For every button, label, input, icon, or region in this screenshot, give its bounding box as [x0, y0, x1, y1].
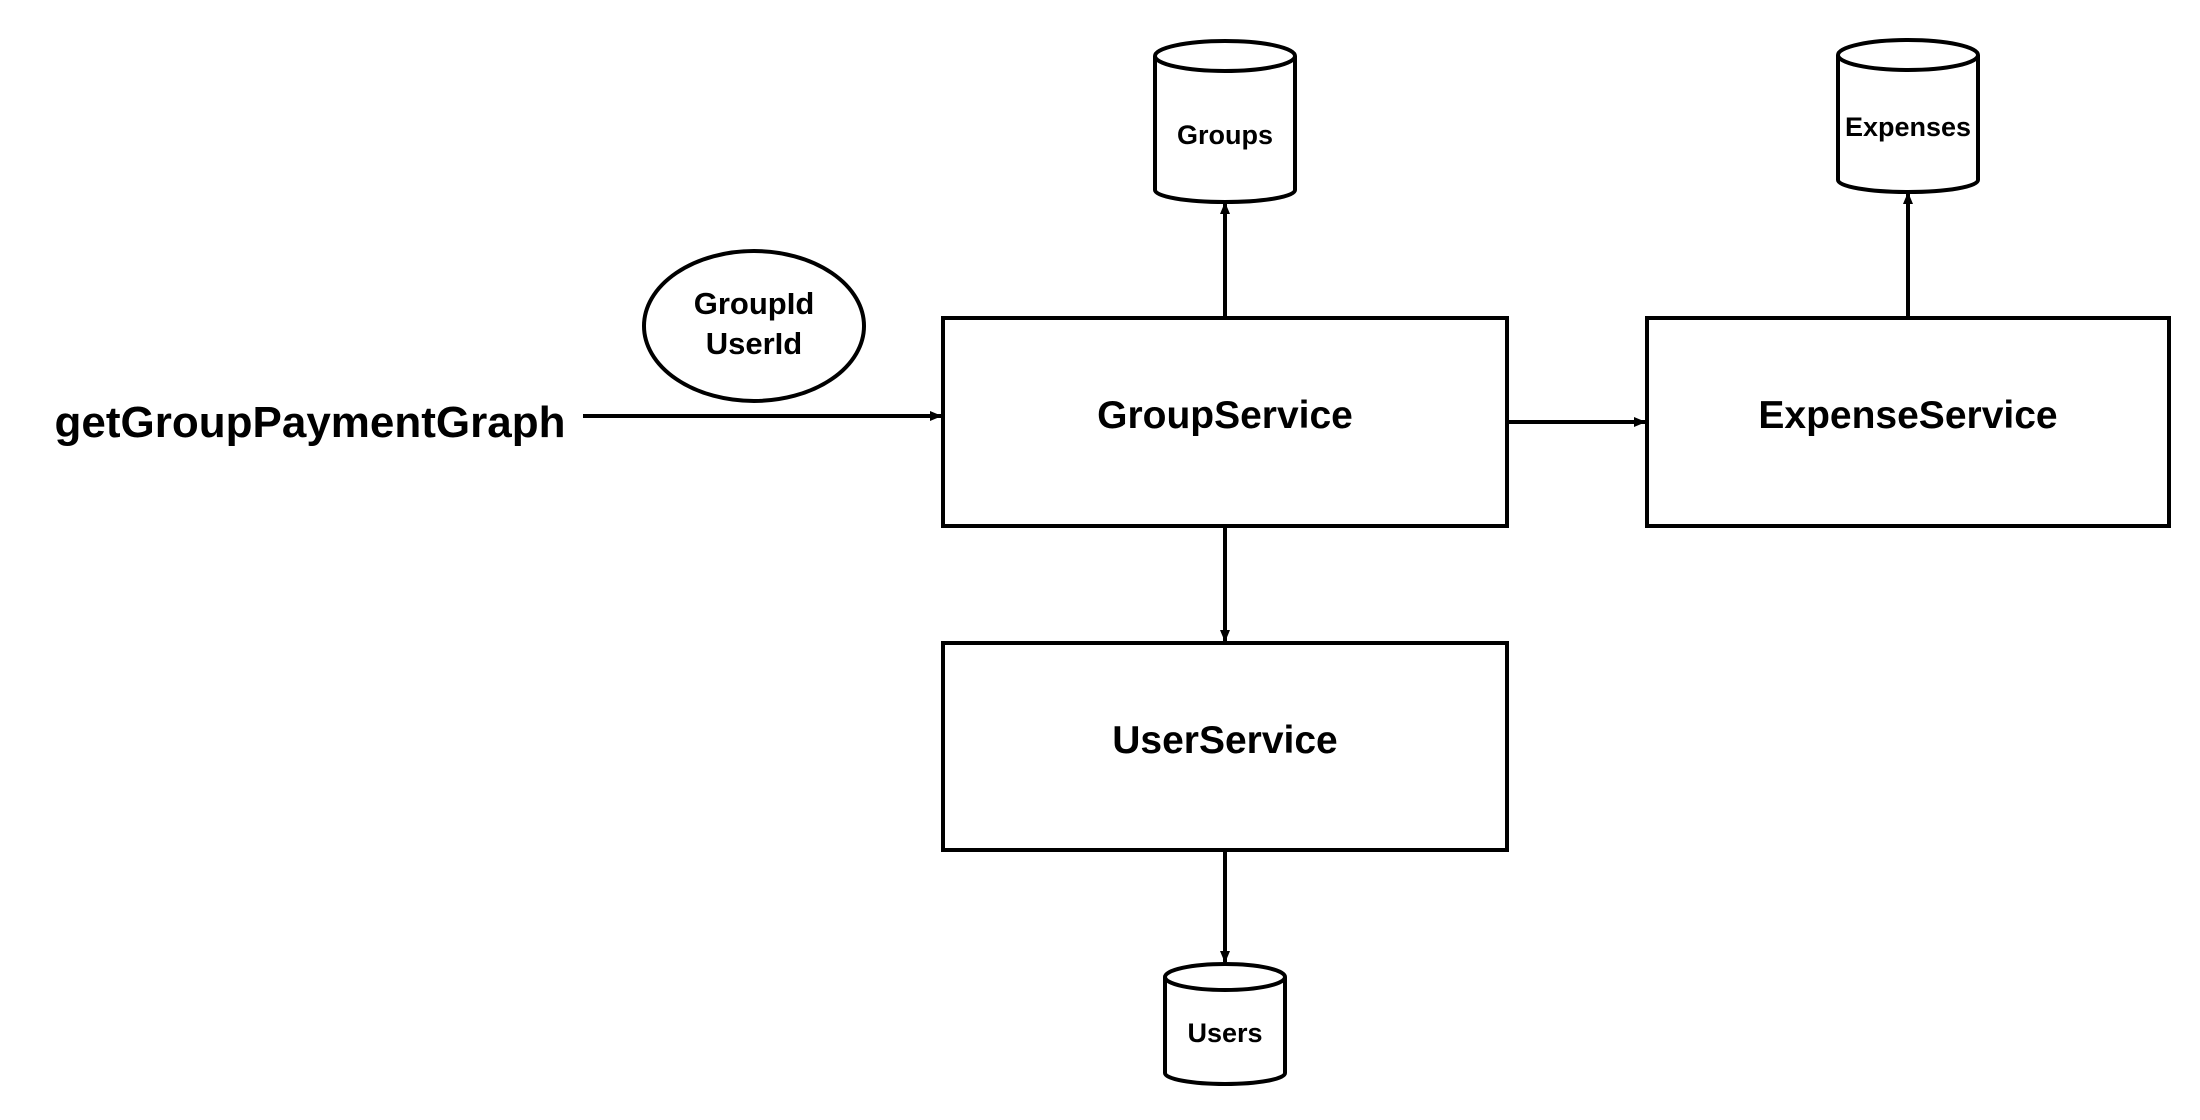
expense-service-label: ExpenseService	[1758, 394, 2057, 437]
expenses-database-label: Expenses	[1845, 112, 1971, 142]
users-database: Users	[1163, 962, 1287, 1086]
param-group-id: GroupId	[694, 286, 815, 321]
expense-service-rect	[1645, 316, 2171, 528]
groups-database-label: Groups	[1177, 120, 1273, 150]
group-service-rect	[941, 316, 1509, 528]
user-service-label: UserService	[1112, 719, 1338, 762]
users-database-body	[1163, 977, 1287, 1086]
group-service-label: GroupService	[1097, 394, 1353, 437]
expense-service-box: ExpenseService	[1645, 316, 2171, 528]
users-database-top	[1163, 962, 1287, 992]
groups-database-body	[1153, 56, 1297, 204]
user-service-box: UserService	[941, 641, 1509, 852]
param-user-id: UserId	[706, 326, 802, 361]
parameters-ellipse	[642, 249, 866, 403]
expenses-database-body	[1836, 55, 1980, 194]
group-service-box: GroupService	[941, 316, 1509, 528]
user-service-rect	[941, 641, 1509, 852]
expenses-database-top	[1836, 38, 1980, 72]
users-database-label: Users	[1187, 1018, 1262, 1048]
entry-point-label: getGroupPaymentGraph	[55, 398, 566, 447]
expenses-database: Expenses	[1836, 38, 1980, 194]
parameters-node: GroupId UserId	[642, 249, 866, 403]
groups-database-top	[1153, 39, 1297, 73]
groups-database: Groups	[1153, 39, 1297, 204]
